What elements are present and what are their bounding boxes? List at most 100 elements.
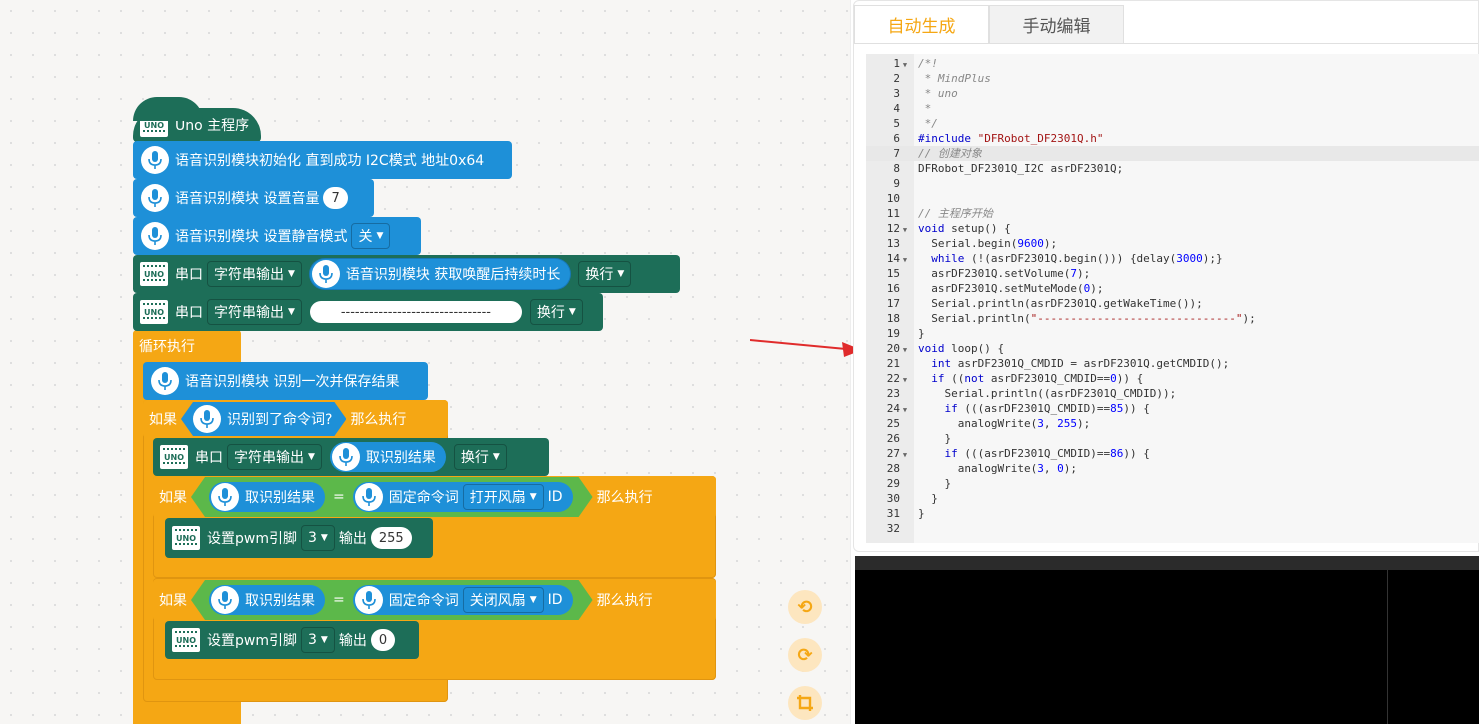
- blocks-workspace[interactable]: 循环执行 UNO Uno 主程序 语音识别模块初始化 直到成功 I2C模式 地址…: [0, 0, 851, 724]
- code-line[interactable]: 23 Serial.println((asrDF2301Q_CMDID));: [866, 386, 1479, 401]
- code-line[interactable]: 13 Serial.begin(9600);: [866, 236, 1479, 251]
- code-line[interactable]: 10: [866, 191, 1479, 206]
- line-number: 19: [886, 327, 900, 340]
- text-input[interactable]: --------------------------------: [309, 301, 522, 323]
- serial-print-wake-time-block[interactable]: UNO 串口 字符串输出▼ 语音识别模块 获取唤醒后持续时长 换行▼: [133, 255, 680, 293]
- code-line[interactable]: 2 * MindPlus: [866, 71, 1479, 86]
- uno-board-icon: UNO: [159, 444, 189, 470]
- then-label: 那么执行: [596, 490, 653, 506]
- loop-block-header[interactable]: 循环执行: [133, 330, 241, 362]
- redo-icon[interactable]: ⟳: [788, 638, 822, 672]
- serial-print-text-block[interactable]: UNO 串口 字符串输出▼ --------------------------…: [133, 293, 603, 331]
- serial-mode-dropdown[interactable]: 字符串输出▼: [227, 444, 322, 470]
- code-line[interactable]: 16 asrDF2301Q.setMuteMode(0);: [866, 281, 1479, 296]
- code-text: // 创建对象: [918, 147, 982, 160]
- volume-input[interactable]: 7: [323, 187, 348, 209]
- result-reporter[interactable]: 取识别结果: [329, 442, 446, 472]
- code-line[interactable]: 6#include "DFRobot_DF2301Q.h": [866, 131, 1479, 146]
- microphone-icon: [211, 483, 239, 511]
- code-line[interactable]: 31}: [866, 506, 1479, 521]
- code-text: while (!(asrDF2301Q.begin())) {delay(300…: [931, 252, 1223, 265]
- fold-toggle-icon[interactable]: ▼: [902, 256, 908, 264]
- code-line[interactable]: 4 *: [866, 101, 1479, 116]
- newline-dropdown[interactable]: 换行▼: [529, 299, 583, 325]
- code-line[interactable]: 9: [866, 176, 1479, 191]
- microphone-icon: [331, 443, 360, 471]
- tab-auto-generate[interactable]: 自动生成: [854, 5, 989, 43]
- code-line[interactable]: 30 }: [866, 491, 1479, 506]
- result-reporter[interactable]: 取识别结果: [209, 585, 325, 615]
- crop-icon[interactable]: [788, 686, 822, 720]
- line-number: 24: [886, 402, 900, 415]
- fold-toggle-icon[interactable]: ▼: [902, 346, 908, 354]
- code-line[interactable]: 21 int asrDF2301Q_CMDID = asrDF2301Q.get…: [866, 356, 1479, 371]
- if3-header[interactable]: 如果 取识别结果 = 固定命令词 关闭风扇▼ ID 那么执行: [153, 579, 716, 621]
- code-line[interactable]: 3 * uno: [866, 86, 1479, 101]
- set-pwm-block[interactable]: UNO 设置pwm引脚 3▼ 输出 255: [165, 518, 433, 558]
- code-line[interactable]: 27▼ if (((asrDF2301Q_CMDID)==86)) {: [866, 446, 1479, 461]
- code-line[interactable]: 32: [866, 521, 1479, 536]
- fixed-command-reporter[interactable]: 固定命令词 打开风扇▼ ID: [353, 482, 573, 512]
- serial-console[interactable]: [855, 556, 1479, 724]
- fold-toggle-icon[interactable]: ▼: [902, 376, 908, 384]
- fold-toggle-icon[interactable]: ▼: [902, 451, 908, 459]
- code-line[interactable]: 25 analogWrite(3, 255);: [866, 416, 1479, 431]
- code-line[interactable]: 5 */: [866, 116, 1479, 131]
- code-tabs: 自动生成 手动编辑: [854, 5, 1124, 43]
- set-volume-block[interactable]: 语音识别模块 设置音量 7: [133, 179, 374, 217]
- serial-mode-dropdown[interactable]: 字符串输出▼: [207, 299, 302, 325]
- recognize-label: 语音识别模块 识别一次并保存结果: [185, 374, 400, 390]
- recognize-once-block[interactable]: 语音识别模块 识别一次并保存结果: [143, 362, 428, 400]
- code-line[interactable]: 17 Serial.println(asrDF2301Q.getWakeTime…: [866, 296, 1479, 311]
- pin-dropdown[interactable]: 3▼: [300, 627, 335, 653]
- code-line[interactable]: 28 analogWrite(3, 0);: [866, 461, 1479, 476]
- microphone-icon: [141, 184, 169, 212]
- voice-init-block[interactable]: 语音识别模块初始化 直到成功 I2C模式 地址0x64: [133, 141, 512, 179]
- fold-toggle-icon[interactable]: ▼: [902, 406, 908, 414]
- fold-toggle-icon[interactable]: ▼: [902, 61, 908, 69]
- pin-dropdown[interactable]: 3▼: [300, 525, 335, 551]
- command-detected-condition[interactable]: 识别到了命令词?: [181, 402, 346, 436]
- code-line[interactable]: 24▼ if (((asrDF2301Q_CMDID)==85)) {: [866, 401, 1479, 416]
- set-mute-block[interactable]: 语音识别模块 设置静音模式 关▼: [133, 217, 421, 255]
- tab-manual-edit[interactable]: 手动编辑: [989, 5, 1124, 43]
- code-line[interactable]: 15 asrDF2301Q.setVolume(7);: [866, 266, 1479, 281]
- undo-icon[interactable]: ⟲: [788, 590, 822, 624]
- command-dropdown[interactable]: 关闭风扇▼: [463, 587, 544, 613]
- code-line[interactable]: 26 }: [866, 431, 1479, 446]
- fixed-command-reporter[interactable]: 固定命令词 关闭风扇▼ ID: [353, 585, 573, 615]
- command-dropdown[interactable]: 打开风扇▼: [463, 484, 544, 510]
- init-label: 语音识别模块初始化 直到成功 I2C模式 地址0x64: [175, 153, 485, 169]
- newline-dropdown[interactable]: 换行▼: [578, 261, 632, 287]
- result-reporter[interactable]: 取识别结果: [209, 482, 325, 512]
- code-line[interactable]: 19}: [866, 326, 1479, 341]
- set-pwm-block[interactable]: UNO 设置pwm引脚 3▼ 输出 0: [165, 621, 419, 659]
- equals-condition[interactable]: 取识别结果 = 固定命令词 关闭风扇▼ ID: [191, 580, 593, 620]
- code-text: }: [918, 327, 925, 340]
- code-line[interactable]: 14▼ while (!(asrDF2301Q.begin())) {delay…: [866, 251, 1479, 266]
- code-text: Serial.println((asrDF2301Q_CMDID));: [918, 387, 1177, 400]
- equals-condition[interactable]: 取识别结果 = 固定命令词 打开风扇▼ ID: [191, 477, 593, 517]
- mute-dropdown[interactable]: 关▼: [351, 223, 391, 249]
- code-line[interactable]: 12▼void setup() {: [866, 221, 1479, 236]
- newline-dropdown[interactable]: 换行▼: [453, 444, 507, 470]
- code-line[interactable]: 7// 创建对象: [866, 146, 1479, 161]
- code-line[interactable]: 1▼/*!: [866, 56, 1479, 71]
- if2-header[interactable]: 如果 取识别结果 = 固定命令词 打开风扇▼ ID 那么执行: [153, 476, 716, 518]
- serial-print-result-block[interactable]: UNO 串口 字符串输出▼ 取识别结果 换行▼: [153, 438, 549, 476]
- code-line[interactable]: 22▼ if ((not asrDF2301Q_CMDID==0)) {: [866, 371, 1479, 386]
- microphone-icon: [355, 483, 383, 511]
- pwm-value-input[interactable]: 0: [370, 629, 396, 651]
- if1-header[interactable]: 如果 识别到了命令词? 那么执行: [143, 400, 448, 438]
- code-line[interactable]: 11// 主程序开始: [866, 206, 1479, 221]
- code-line[interactable]: 20▼void loop() {: [866, 341, 1479, 356]
- code-line[interactable]: 18 Serial.println("---------------------…: [866, 311, 1479, 326]
- serial-mode-dropdown[interactable]: 字符串输出▼: [207, 261, 302, 287]
- line-number: 32: [886, 522, 900, 535]
- fold-toggle-icon[interactable]: ▼: [902, 226, 908, 234]
- wake-time-reporter[interactable]: 语音识别模块 获取唤醒后持续时长: [309, 259, 571, 289]
- pwm-value-input[interactable]: 255: [370, 527, 412, 549]
- code-line[interactable]: 29 }: [866, 476, 1479, 491]
